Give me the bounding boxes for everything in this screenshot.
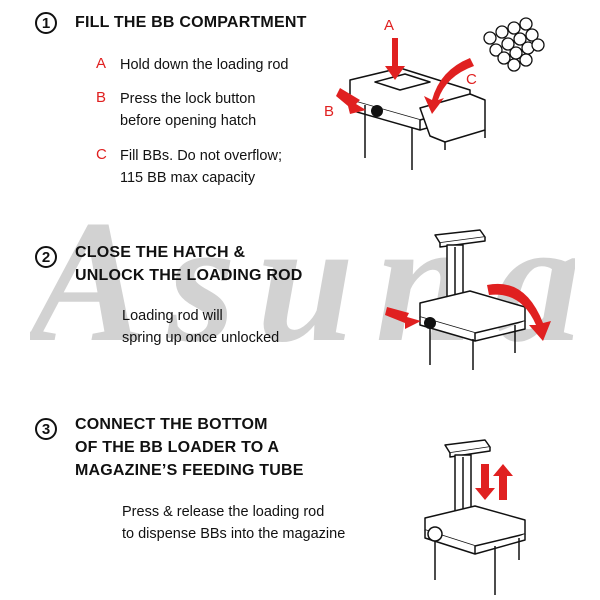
- bb-cluster: [483, 17, 545, 72]
- step-3-note-1: Press & release the loading rod: [122, 504, 325, 520]
- step-1-title: FILL THE BB COMPARTMENT: [75, 14, 307, 31]
- item-c-text-1: Fill BBs. Do not overflow;: [120, 148, 282, 164]
- callout-c: C: [466, 71, 477, 88]
- arrow-b-icon: [336, 88, 366, 114]
- callout-a: A: [384, 17, 394, 34]
- lock-button: [371, 105, 383, 117]
- item-c-letter: C: [96, 146, 107, 163]
- item-b-text-1: Press the lock button: [120, 91, 256, 107]
- asuna-watermark: Asuna: [30, 200, 575, 360]
- step-3-note-2: to dispense BBs into the magazine: [122, 526, 346, 542]
- rotate-arrow-icon: [487, 283, 551, 341]
- step-3-loader-illustration: [424, 439, 526, 595]
- step-1-number: 1: [35, 12, 57, 34]
- up-down-arrows-icon: [475, 464, 513, 500]
- release-button: [427, 526, 443, 542]
- step-3-title-1: CONNECT THE BOTTOM: [75, 416, 268, 433]
- press-arrow-icon: [385, 307, 421, 329]
- red-arrows: [336, 38, 474, 114]
- step-2-title-1: CLOSE THE HATCH &: [75, 244, 246, 261]
- step-2-note-2: spring up once unlocked: [122, 330, 280, 346]
- step-2-number: 2: [35, 246, 57, 268]
- unlock-button: [424, 317, 436, 329]
- loader-body: [349, 67, 486, 170]
- step-3-number: 3: [35, 418, 57, 440]
- callout-b: B: [324, 103, 334, 120]
- item-b-letter: B: [96, 89, 107, 106]
- item-c-text-2: 115 BB max capacity: [120, 170, 256, 186]
- arrow-a-icon: [385, 38, 405, 80]
- item-a-letter: A: [96, 55, 107, 72]
- item-a-text: Hold down the loading rod: [120, 57, 289, 73]
- step-1-loader-illustration: A B C: [324, 17, 545, 170]
- step-2-note-1: Loading rod will: [122, 308, 223, 324]
- step-3-title-2: OF THE BB LOADER TO A: [75, 439, 280, 456]
- step-3-title-3: MAGAZINE’S FEEDING TUBE: [75, 462, 304, 479]
- arrow-c-icon: [424, 58, 474, 114]
- step-2-title-2: UNLOCK THE LOADING ROD: [75, 267, 303, 284]
- item-b-text-2: before opening hatch: [120, 113, 257, 129]
- step-2-loader-illustration: [385, 229, 551, 370]
